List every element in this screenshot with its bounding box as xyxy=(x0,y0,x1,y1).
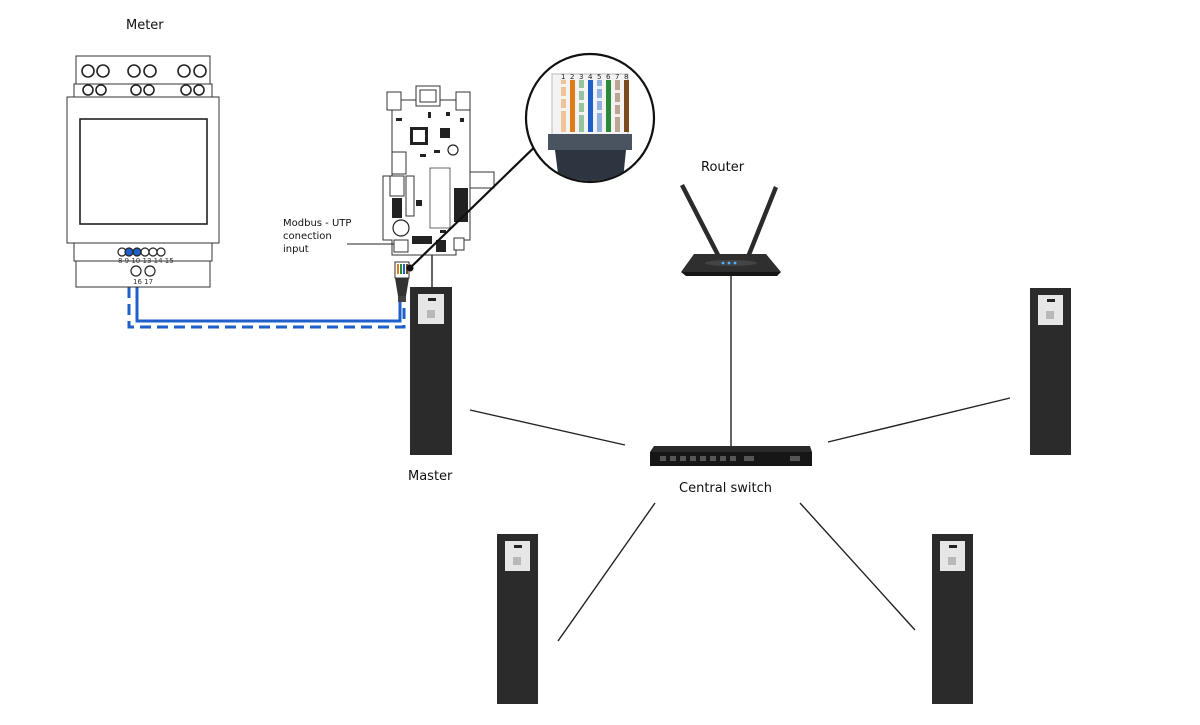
charger-right xyxy=(1030,288,1071,455)
central-switch-device xyxy=(650,446,812,466)
modbus-wire-dashed xyxy=(127,253,406,329)
charger-bottom-right xyxy=(932,534,973,704)
charger-bottom-left xyxy=(497,534,538,704)
svg-text:4: 4 xyxy=(588,73,593,81)
meter-bottom-terminals xyxy=(117,247,166,277)
svg-text:8: 8 xyxy=(624,73,628,81)
meter-terminal-numbers-2: 16 17 xyxy=(133,278,153,286)
meter-top-terminals xyxy=(81,64,207,96)
meter-terminal-numbers: 8 9 10 13 14 15 xyxy=(118,257,174,265)
pin-numbers: 1 2 3 4 5 6 7 8 xyxy=(561,73,628,81)
svg-text:5: 5 xyxy=(597,73,601,81)
modbus-label-line-3: input xyxy=(283,244,309,255)
controller-board xyxy=(382,85,495,256)
link-master-switch xyxy=(469,409,626,446)
link-charger-right-switch xyxy=(827,397,1011,443)
master-label: Master xyxy=(408,469,453,484)
router-device xyxy=(680,184,781,276)
modbus-label-line-1: Modbus - UTP xyxy=(283,218,352,229)
charger-master xyxy=(410,287,452,455)
meter-device: 8 9 10 13 14 15 16 17 xyxy=(66,55,220,288)
link-charger-bottom-right-switch xyxy=(799,502,916,631)
svg-text:3: 3 xyxy=(579,73,583,81)
central-switch-label: Central switch xyxy=(679,481,772,496)
svg-text:1: 1 xyxy=(561,73,565,81)
svg-text:7: 7 xyxy=(615,73,619,81)
network-links xyxy=(431,250,1011,642)
link-charger-bottom-left-switch xyxy=(557,502,656,642)
modbus-label-line-2: conection xyxy=(283,231,332,242)
svg-text:2: 2 xyxy=(570,73,574,81)
router-label: Router xyxy=(701,160,745,175)
zoom-leader xyxy=(409,133,549,269)
meter-display xyxy=(79,118,208,225)
modbus-utp-label: Modbus - UTP conection input xyxy=(283,217,351,256)
meter-label: Meter xyxy=(126,18,164,33)
rj45-zoom: 1 2 3 4 5 6 7 8 xyxy=(524,52,656,184)
svg-text:6: 6 xyxy=(606,73,611,81)
